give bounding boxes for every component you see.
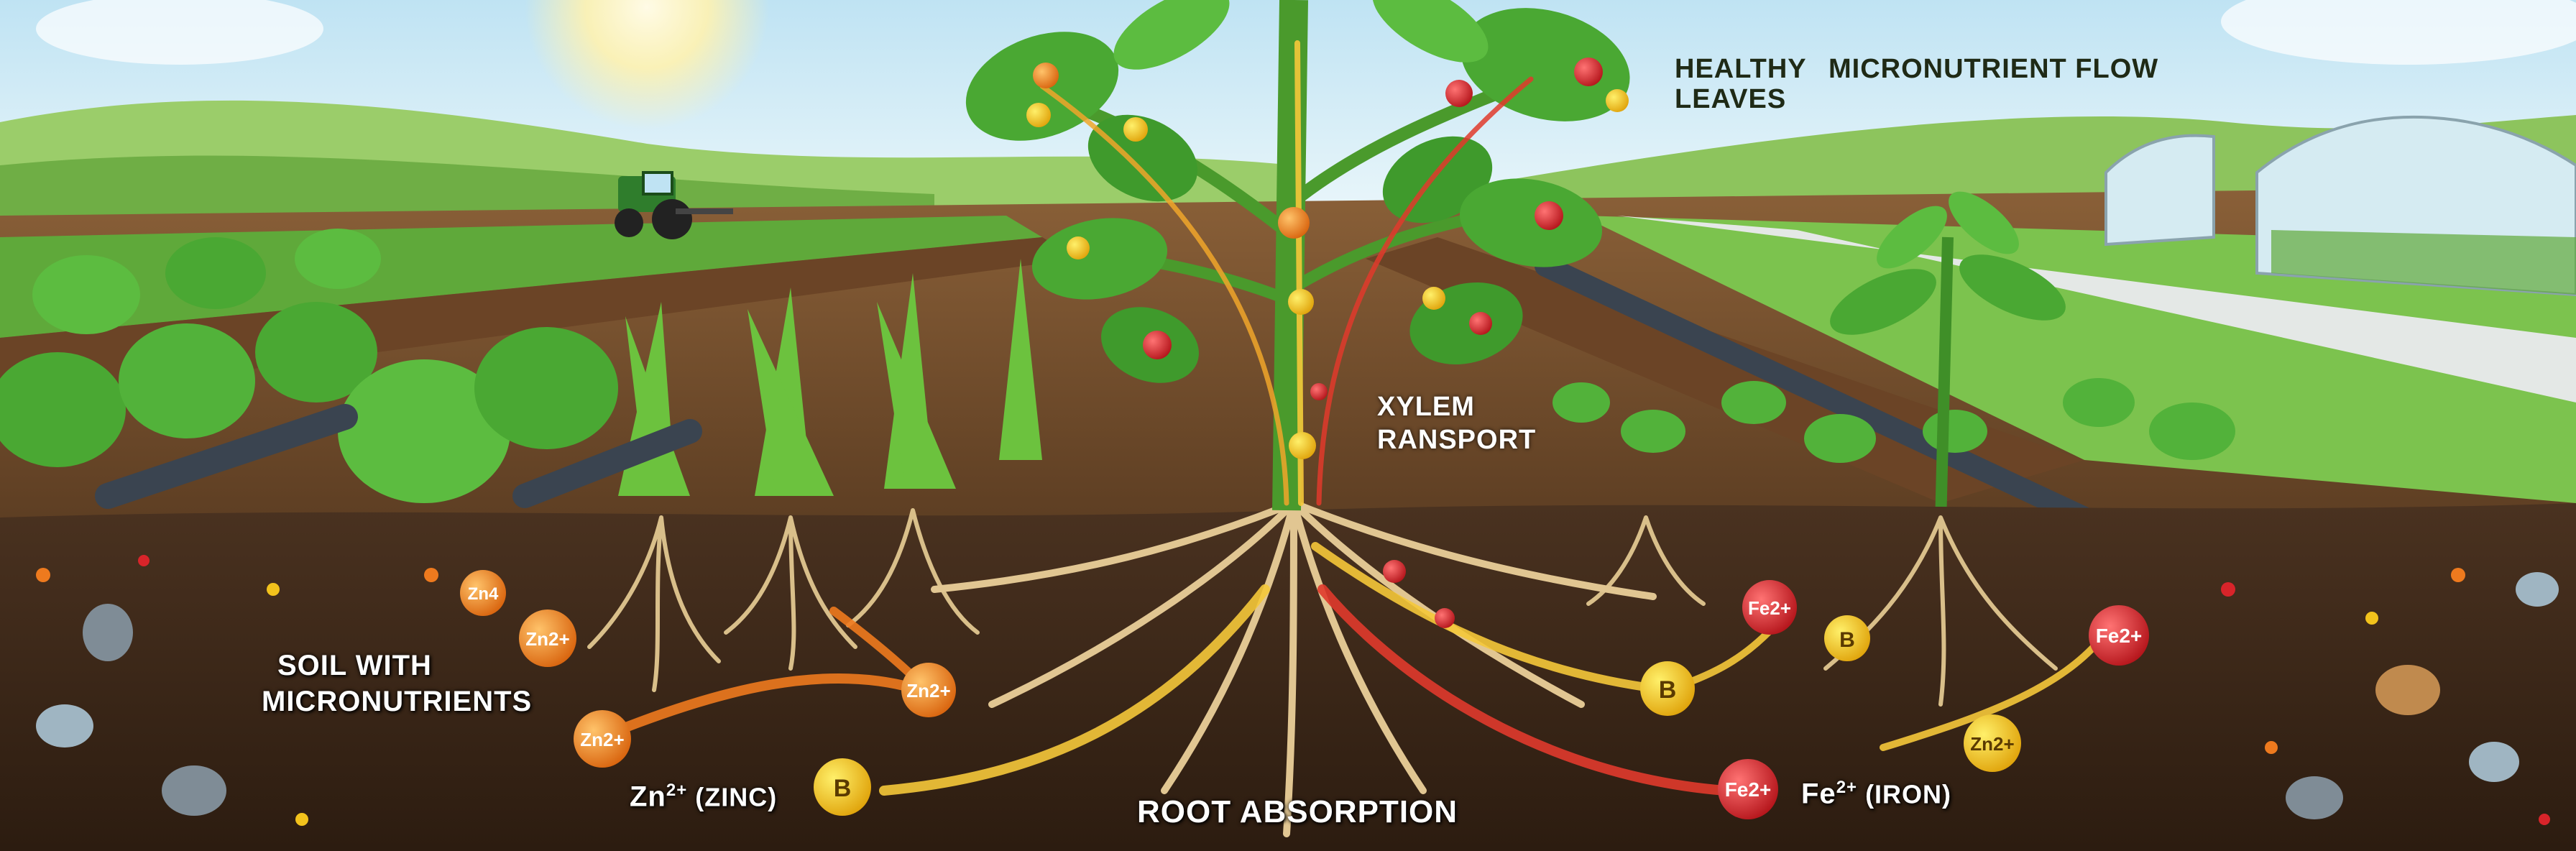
svg-text:Zn2+: Zn2+	[1970, 733, 2014, 755]
ion-zinc-2: Zn2+	[519, 610, 576, 667]
svg-text:Zn4: Zn4	[468, 584, 499, 604]
soil-specks	[36, 555, 2550, 826]
label-soil-line2: MICRONUTRIENTS	[262, 686, 533, 717]
label-zinc-charge: 2+	[666, 781, 688, 800]
label-xylem-line1: XYLEM	[1377, 392, 1475, 422]
svg-text:Zn2+: Zn2+	[580, 729, 624, 750]
ion-iron-3: Fe2+	[2089, 605, 2149, 666]
xylem-transport-lines	[1039, 40, 1534, 506]
ion-zinc-3: Zn2+	[574, 710, 631, 768]
greenhouse	[2104, 115, 2576, 297]
young-plant	[1830, 191, 2066, 525]
crop-row-left	[0, 216, 1042, 338]
healthy-leaves	[965, 0, 1630, 383]
root-systems	[587, 508, 2058, 707]
drip-irrigation-pipes	[95, 255, 2095, 528]
soil-stones	[36, 572, 2559, 819]
label-iron-name: (IRON)	[1857, 779, 1952, 809]
seedlings	[1552, 378, 2235, 463]
ion-boron-1: B	[814, 758, 871, 816]
svg-text:Fe2+: Fe2+	[1725, 778, 1772, 801]
svg-text:Zn2+: Zn2+	[906, 680, 950, 702]
ion-zinc-5: Zn2+	[1964, 714, 2021, 772]
lettuce-row	[0, 229, 618, 503]
ion-boron-3: B	[1824, 615, 1870, 661]
svg-text:B: B	[1839, 628, 1855, 652]
label-healthy-leaves-line1: HEALTHY	[1675, 54, 1807, 84]
ion-iron-2: Fe2+	[1718, 759, 1778, 819]
label-xylem-line2: RANSPORT	[1377, 425, 1537, 455]
ion-zinc-4: Zn2+	[901, 663, 956, 717]
ion-zinc-1: Zn4	[460, 570, 506, 616]
label-iron-symbol: Fe	[1801, 778, 1836, 810]
label-healthy-leaves-line2: LEAVES	[1675, 84, 1787, 114]
svg-text:Zn2+: Zn2+	[525, 628, 569, 650]
label-zinc-name: (ZINC)	[687, 782, 778, 812]
leaf-ions-small	[1026, 58, 1629, 628]
tractor	[615, 171, 733, 239]
ion-iron-1: Fe2+	[1742, 580, 1797, 635]
nutrient-flow-arrows	[606, 542, 2110, 796]
cloud	[2221, 0, 2576, 65]
label-zinc: Zn2+ (ZINC)	[630, 773, 777, 814]
svg-text:Fe2+: Fe2+	[1748, 597, 1791, 619]
label-iron-charge: 2+	[1836, 778, 1858, 797]
label-soil-line1: SOIL WITH	[277, 650, 432, 681]
label-iron: Fe2+ (IRON)	[1801, 770, 1951, 811]
label-micronutrient-flow: MICRONUTRIENT FLOW	[1828, 54, 2159, 84]
svg-text:B: B	[834, 775, 852, 802]
label-root-absorption: ROOT ABSORPTION	[1137, 794, 1458, 829]
sun	[525, 0, 769, 129]
svg-text:B: B	[1659, 676, 1677, 704]
svg-text:Fe2+: Fe2+	[2096, 625, 2143, 647]
soil-cross-section	[0, 503, 2576, 851]
label-zinc-symbol: Zn	[630, 781, 666, 813]
cloud	[36, 0, 323, 65]
ion-boron-2: B	[1640, 661, 1695, 716]
grass-right	[1581, 216, 2576, 503]
